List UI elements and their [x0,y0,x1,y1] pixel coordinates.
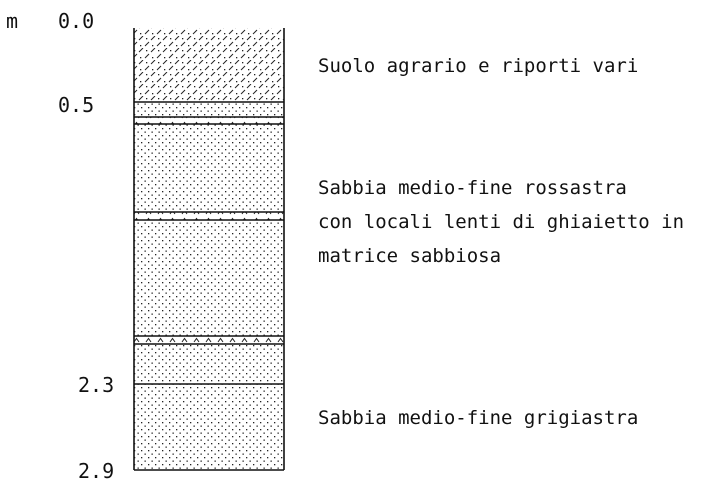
layer-1-description: Suolo agrario e riporti vari [318,55,638,77]
layer-sand-upper-a [134,102,284,117]
layer-3-description: Sabbia medio-fine grigiastra [318,407,638,429]
lens-gravel-2 [134,212,284,220]
layer-sand-upper-b [134,124,284,212]
layer-2-description-line-1: Sabbia medio-fine rossastra [318,177,627,199]
depth-label-0-5: 0.5 [58,93,94,117]
layer-sand-upper-c [134,220,284,336]
layer-2-description-line-3: matrice sabbiosa [318,245,501,267]
layer-2-description-line-2: con locali lenti di ghiaietto in [318,211,684,233]
depth-label-top: 0.0 [58,9,94,33]
layer-sand-upper-d [134,344,284,384]
depth-label-2-3: 2.3 [78,373,114,397]
layer-sand-grey [134,384,284,470]
depth-label-bottom: 2.9 [78,459,114,483]
depth-unit: m [6,9,18,33]
lens-gravel-1 [134,117,284,124]
column-outline [133,28,285,471]
lens-gravel-3 [134,336,284,344]
layer-topsoil [134,28,284,102]
